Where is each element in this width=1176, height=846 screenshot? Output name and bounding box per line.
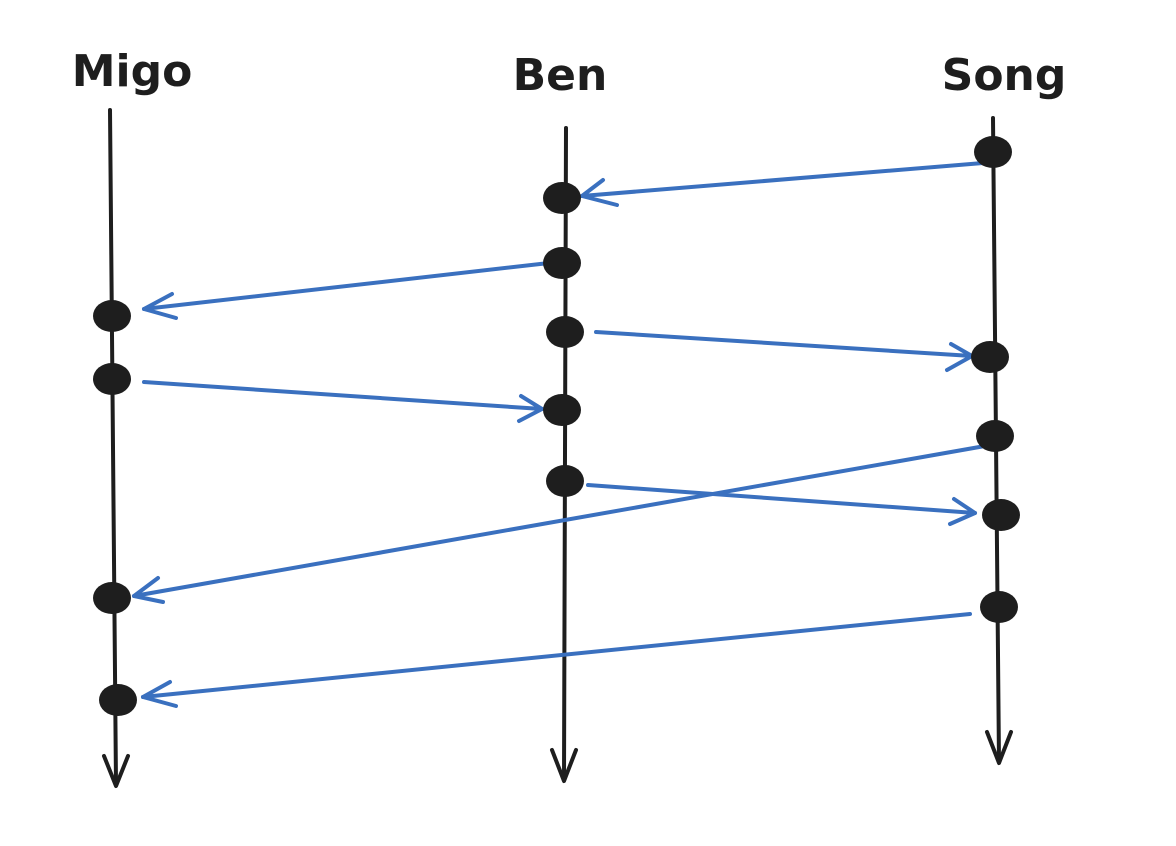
message-song-to-ben-1 — [580, 161, 985, 207]
lane-label-migo: Migo — [72, 46, 193, 97]
event-dot — [93, 363, 131, 395]
event-dot — [971, 341, 1009, 373]
event-dot — [546, 316, 584, 348]
lane-label-ben: Ben — [513, 50, 608, 101]
event-dot — [974, 136, 1012, 168]
message-migo-to-ben-1 — [142, 380, 544, 423]
message-ben-to-migo-1 — [142, 261, 551, 320]
event-dot — [976, 420, 1014, 452]
event-dot — [980, 591, 1018, 623]
lane-label-song: Song — [942, 50, 1067, 101]
message-ben-to-song-1 — [594, 330, 974, 372]
event-dot — [543, 394, 581, 426]
timeline-migo — [102, 108, 130, 788]
timeline-ben — [550, 126, 578, 783]
event-dot — [93, 300, 131, 332]
message-song-to-migo-1 — [132, 444, 987, 604]
event-dot — [543, 247, 581, 279]
event-dot — [982, 499, 1020, 531]
event-dot — [546, 465, 584, 497]
event-dot — [93, 582, 131, 614]
message-song-to-migo-2 — [141, 612, 972, 708]
event-dot — [543, 182, 581, 214]
event-dot — [99, 684, 137, 716]
message-ben-to-song-2 — [586, 483, 977, 526]
